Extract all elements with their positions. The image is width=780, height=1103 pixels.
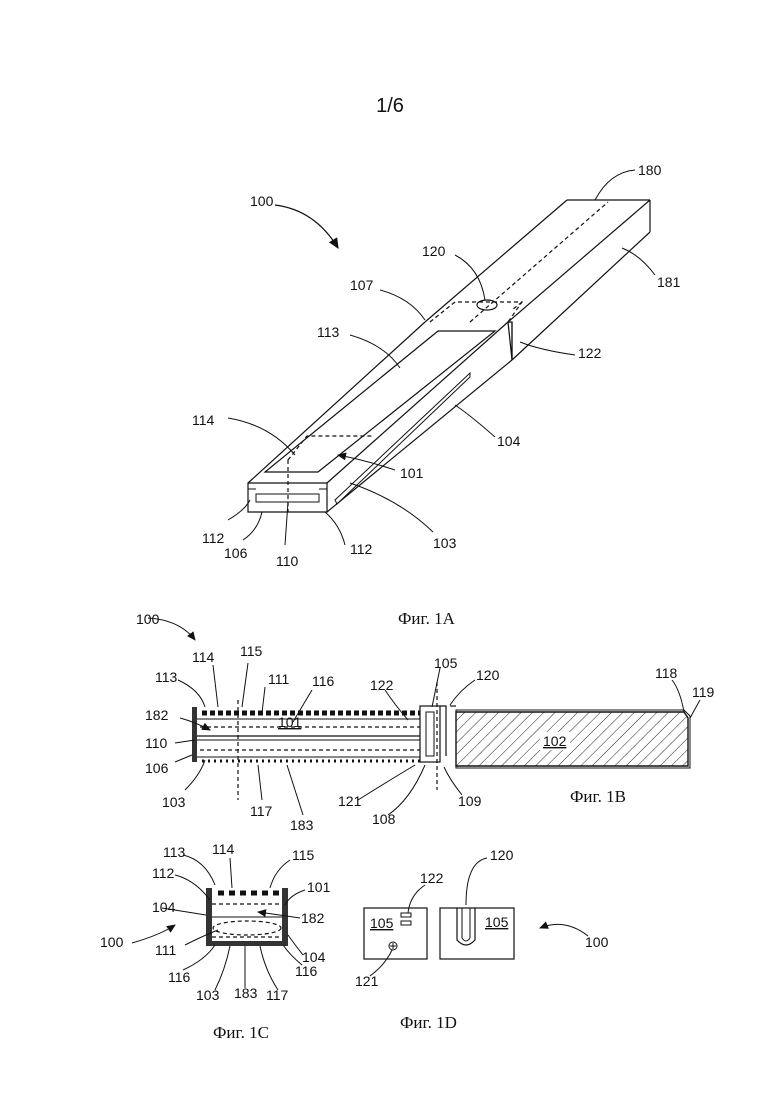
label-120: 120: [476, 667, 500, 683]
label-107: 107: [350, 277, 374, 293]
label-118: 118: [655, 665, 678, 681]
figure-1c: 113 114 115 112 101 104 182 100 111 104 …: [100, 841, 331, 1003]
label-114: 114: [192, 412, 215, 428]
label-106: 106: [224, 545, 248, 561]
label-113: 113: [163, 844, 186, 860]
label-112-left: 112: [202, 530, 225, 546]
label-108: 108: [372, 811, 396, 827]
caption-fig-1d: Фиг. 1D: [400, 1013, 457, 1032]
label-100: 100: [136, 611, 160, 627]
label-104: 104: [497, 433, 521, 449]
label-117: 117: [250, 803, 273, 819]
sheet-number: 1/6: [376, 95, 404, 117]
u-tube-120: [457, 908, 475, 945]
label-109: 109: [458, 793, 482, 809]
label-182: 182: [301, 910, 325, 926]
label-110: 110: [145, 735, 168, 751]
label-101: 101: [400, 465, 424, 481]
label-103: 103: [162, 794, 186, 810]
label-113: 113: [317, 324, 340, 340]
caption-fig-1b: Фиг. 1B: [570, 787, 626, 806]
label-119: 119: [692, 684, 715, 700]
centerline: [470, 202, 608, 322]
label-105: 105: [434, 655, 458, 671]
housing-102: [456, 712, 688, 766]
label-111: 111: [155, 942, 176, 958]
label-116-right: 116: [295, 963, 318, 979]
label-111: 111: [268, 671, 289, 687]
label-103: 103: [433, 535, 457, 551]
label-110: 110: [276, 553, 299, 569]
port-box: [430, 302, 522, 322]
label-122: 122: [420, 870, 444, 886]
label-114: 114: [212, 841, 235, 857]
label-121: 121: [338, 793, 362, 809]
label-122: 122: [370, 677, 394, 693]
label-112: 112: [152, 865, 175, 881]
label-113: 113: [155, 669, 178, 685]
label-183: 183: [234, 985, 258, 1001]
label-105-front: 105: [370, 915, 394, 931]
label-101: 101: [278, 714, 302, 730]
label-120: 120: [422, 243, 446, 259]
caption-fig-1c: Фиг. 1C: [213, 1023, 269, 1042]
label-182: 182: [145, 707, 169, 723]
label-104-left: 104: [152, 899, 176, 915]
label-100: 100: [585, 934, 609, 950]
bottom-wall-103: [206, 941, 288, 946]
label-115: 115: [292, 847, 315, 863]
label-181: 181: [657, 274, 681, 290]
caption-fig-1a: Фиг. 1A: [398, 609, 456, 628]
label-120: 120: [490, 847, 514, 863]
label-183: 183: [290, 817, 314, 833]
label-116: 116: [312, 673, 335, 689]
label-102: 102: [543, 733, 567, 749]
figure-1a: 100 180 120 181 107 113 122 114 104 101 …: [192, 162, 681, 569]
label-105-side: 105: [485, 914, 509, 930]
label-103: 103: [196, 987, 220, 1003]
label-114: 114: [192, 649, 215, 665]
label-115: 115: [240, 643, 263, 659]
end-cap-182: [192, 707, 197, 762]
label-122: 122: [578, 345, 602, 361]
label-100: 100: [100, 934, 124, 950]
label-121: 121: [355, 973, 379, 989]
label-112-right: 112: [350, 541, 373, 557]
window-113: [265, 331, 495, 472]
label-106: 106: [145, 760, 169, 776]
figure-1d: 122 105 121 120 105 100: [355, 847, 609, 989]
label-101: 101: [307, 879, 331, 895]
figure-1b: 100 114 115 113 111 116 122 105 120 118 …: [136, 611, 715, 833]
label-117: 117: [266, 987, 289, 1003]
label-116-left: 116: [168, 969, 191, 985]
label-100: 100: [250, 193, 274, 209]
top-left-edge: [248, 322, 425, 483]
label-180: 180: [638, 162, 662, 178]
